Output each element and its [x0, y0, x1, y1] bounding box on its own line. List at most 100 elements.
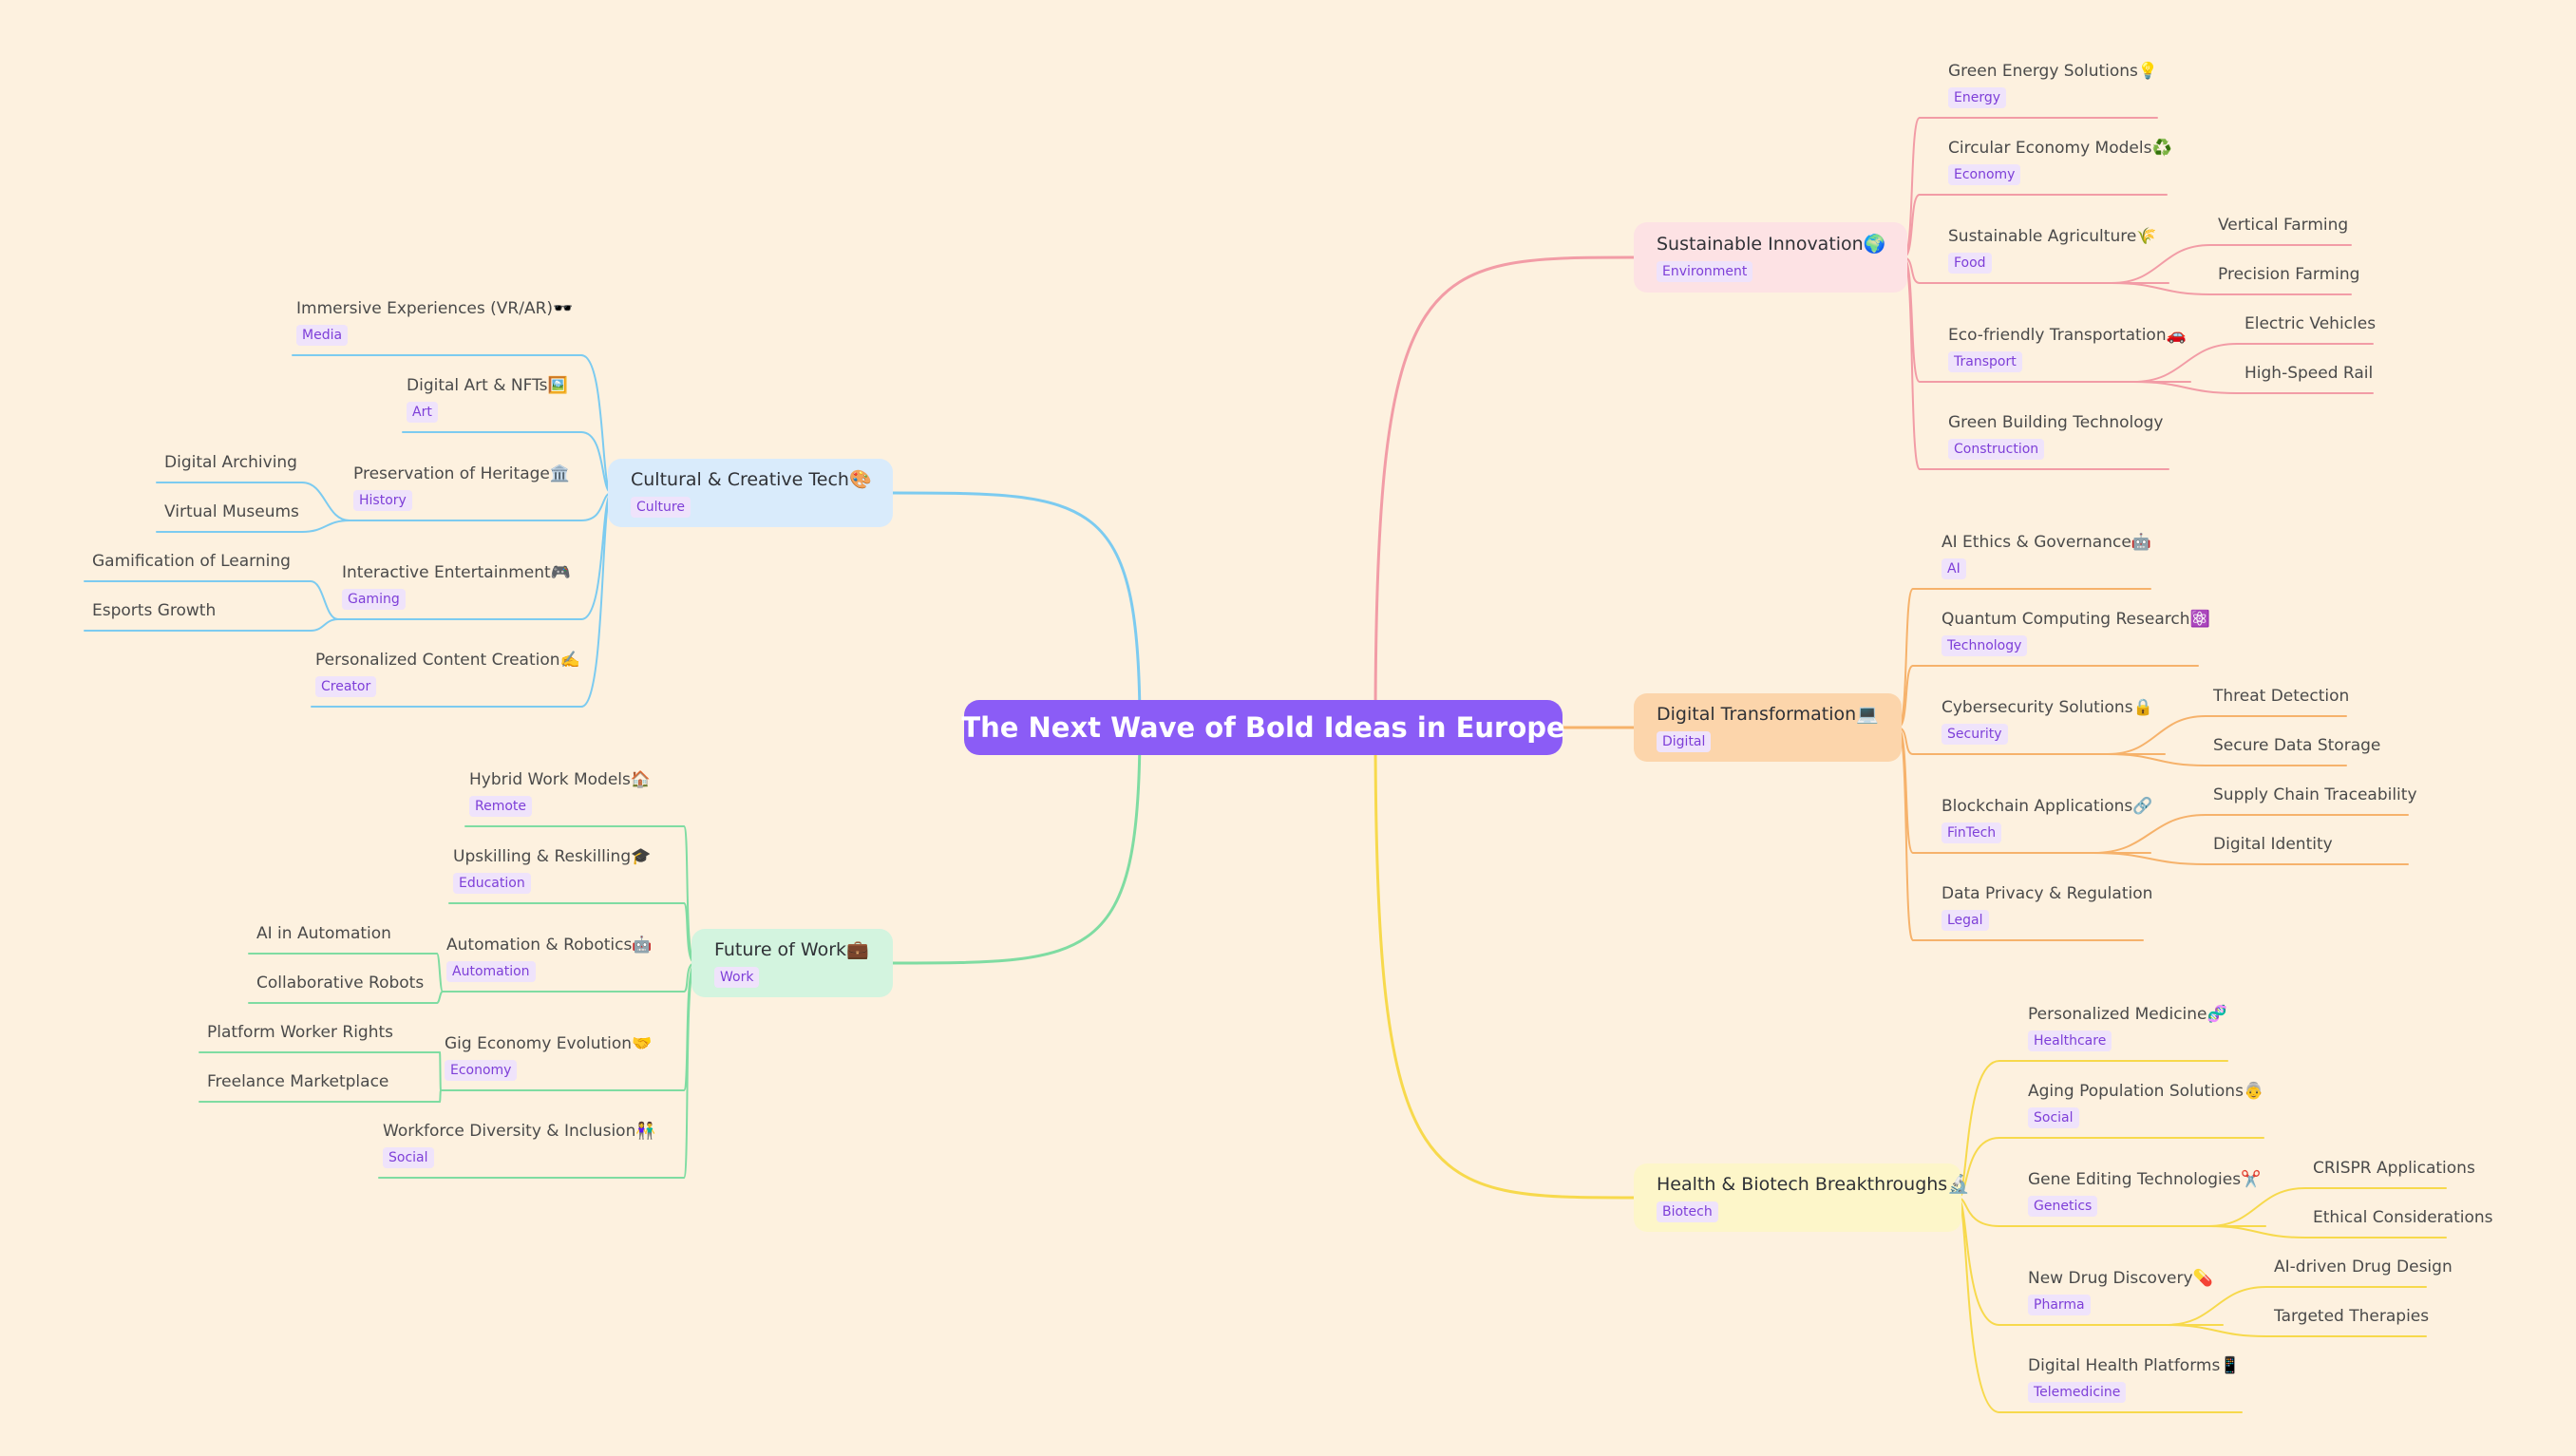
topic-tag: Legal [1941, 910, 1989, 931]
topic-node[interactable]: New Drug Discovery💊Pharma [2028, 1268, 2213, 1315]
topic-node[interactable]: Sustainable Agriculture🌾Food [1948, 226, 2156, 274]
topic-title: Personalized Medicine🧬 [2028, 1005, 2227, 1024]
leaf-link [2107, 753, 2207, 766]
leaf-node[interactable]: Virtual Museums [164, 502, 299, 521]
topic-node[interactable]: Eco-friendly Transportation🚗Transport [1948, 325, 2187, 372]
leaf-node[interactable]: Gamification of Learning [92, 552, 291, 571]
topic-title: Hybrid Work Models🏠 [469, 770, 652, 789]
topic-tag: Gaming [342, 589, 406, 610]
topic-link [580, 492, 613, 708]
leaf-node[interactable]: AI-driven Drug Design [2274, 1257, 2453, 1276]
branch-tag: Culture [631, 497, 691, 518]
topic-link [1903, 256, 1921, 470]
topic-tag: Energy [1948, 87, 2007, 108]
topic-tag: Media [296, 325, 349, 346]
topic-tag: Transport [1948, 351, 2022, 372]
leaf-link [436, 991, 444, 1004]
leaf-node[interactable]: High-Speed Rail [2245, 364, 2374, 383]
topic-tag: Healthcare [2028, 1031, 2112, 1051]
topic-node[interactable]: Circular Economy Models♻️Economy [1948, 138, 2172, 185]
topic-title: Blockchain Applications🔗 [1941, 797, 2153, 816]
leaf-node[interactable]: CRISPR Applications [2313, 1159, 2475, 1178]
topic-node[interactable]: Aging Population Solutions👵Social [2028, 1081, 2263, 1128]
leaf-node[interactable]: Esports Growth [92, 601, 217, 620]
leaf-node[interactable]: Threat Detection [2213, 687, 2350, 706]
topic-title: Quantum Computing Research⚛️ [1941, 610, 2210, 629]
topic-node[interactable]: Gig Economy Evolution🤝 Economy [445, 1033, 652, 1081]
leaf-link [2132, 343, 2238, 383]
topic-title: Automation & Robotics🤖 [446, 936, 653, 955]
topic-title: Circular Economy Models♻️ [1948, 139, 2172, 158]
leaf-node[interactable]: Digital Identity [2213, 835, 2333, 854]
branch-title: Health & Biotech Breakthroughs🔬 [1657, 1174, 1970, 1195]
topic-tag: Education [453, 873, 531, 894]
topic-link [1957, 1197, 2000, 1326]
branch-title: Cultural & Creative Tech🎨 [631, 469, 872, 490]
topic-title: Preservation of Heritage🏛️ [353, 464, 571, 483]
leaf-node[interactable]: Collaborative Robots [256, 974, 425, 993]
topic-tag: Creator [315, 676, 377, 697]
leaf-node[interactable]: Precision Farming [2218, 265, 2360, 284]
branch-node-work[interactable]: Future of Work💼Work [691, 929, 893, 997]
topic-title: Gig Economy Evolution🤝 [445, 1034, 653, 1053]
root-link-sustainable [1373, 255, 1636, 729]
topic-node[interactable]: Preservation of Heritage🏛️History [353, 463, 570, 511]
leaf-node[interactable]: Supply Chain Traceability [2213, 785, 2417, 804]
branch-tag: Environment [1657, 261, 1753, 282]
topic-tag: FinTech [1941, 823, 2002, 843]
leaf-node[interactable]: Secure Data Storage [2213, 736, 2381, 755]
topic-node[interactable]: Interactive Entertainment🎮Gaming [342, 562, 571, 610]
leaf-link [301, 520, 350, 533]
leaf-node[interactable]: Platform Worker Rights [207, 1023, 394, 1042]
branch-node-digital[interactable]: Digital Transformation💻Digital [1634, 693, 1902, 762]
branch-node-health[interactable]: Health & Biotech Breakthroughs🔬Biotech [1634, 1163, 1970, 1232]
topic-title: Green Building Technology [1948, 413, 2164, 432]
leaf-link [2207, 1225, 2306, 1239]
leaf-node[interactable]: Digital Archiving [164, 453, 297, 472]
topic-node[interactable]: Digital Art & NFTs🖼️Art [407, 375, 568, 423]
branch-node-culture[interactable]: Cultural & Creative Tech🎨 Culture [608, 459, 893, 527]
topic-tag: Economy [445, 1060, 518, 1081]
topic-node[interactable]: Workforce Diversity & Inclusion👫Social [383, 1121, 656, 1168]
topic-node[interactable]: Quantum Computing Research⚛️Technology [1941, 609, 2210, 656]
leaf-node[interactable]: Targeted Therapies [2274, 1307, 2430, 1326]
root-node[interactable]: The Next Wave of Bold Ideas in Europe [961, 700, 1565, 755]
leaf-node[interactable]: Freelance Marketplace [207, 1072, 389, 1091]
leaf-link [2132, 381, 2238, 394]
topic-tag: Automation [446, 961, 536, 982]
topic-tag: Construction [1948, 439, 2045, 460]
topic-node[interactable]: Digital Health Platforms📱Telemedicine [2028, 1355, 2240, 1403]
topic-title: Sustainable Agriculture🌾 [1948, 227, 2157, 246]
topic-node[interactable]: Immersive Experiences (VR/AR)🕶️Media [296, 298, 573, 346]
topic-node[interactable]: Blockchain Applications🔗 FinTech [1941, 796, 2152, 843]
topic-node[interactable]: Automation & Robotics🤖 Automation [446, 935, 652, 982]
topic-tag: Security [1941, 724, 2008, 745]
branch-title: Sustainable Innovation🌍 [1657, 234, 1886, 255]
topic-node[interactable]: Hybrid Work Models🏠Remote [469, 769, 651, 817]
topic-node[interactable]: Upskilling & Reskilling🎓Education [453, 846, 651, 894]
leaf-node[interactable]: AI in Automation [256, 924, 391, 943]
topic-node[interactable]: Gene Editing Technologies✂️Genetics [2028, 1169, 2261, 1217]
topic-node[interactable]: Cybersecurity Solutions🔒Security [1941, 697, 2153, 745]
topic-node[interactable]: Green Energy Solutions💡Energy [1948, 61, 2158, 108]
leaf-link [2093, 852, 2207, 865]
leaf-link [310, 618, 339, 632]
root-link-health [1373, 726, 1636, 1200]
branch-node-sustainable[interactable]: Sustainable Innovation🌍 Environment [1634, 222, 1907, 293]
leaf-link [310, 580, 339, 620]
leaf-link [2111, 244, 2211, 284]
topic-node[interactable]: Personalized Content Creation✍️Creator [315, 650, 580, 697]
topic-title: AI Ethics & Governance🤖 [1941, 533, 2151, 552]
leaf-link [2107, 715, 2207, 755]
topic-title: Digital Health Platforms📱 [2028, 1356, 2241, 1375]
leaf-node[interactable]: Ethical Considerations [2313, 1208, 2493, 1227]
branch-title: Future of Work💼 [714, 939, 869, 960]
leaf-node[interactable]: Electric Vehicles [2245, 314, 2377, 333]
topic-title: Aging Population Solutions👵 [2028, 1082, 2264, 1101]
topic-node[interactable]: Personalized Medicine🧬 Healthcare [2028, 1004, 2227, 1051]
topic-node[interactable]: AI Ethics & Governance🤖AI [1941, 532, 2151, 579]
leaf-node[interactable]: Vertical Farming [2218, 216, 2349, 235]
